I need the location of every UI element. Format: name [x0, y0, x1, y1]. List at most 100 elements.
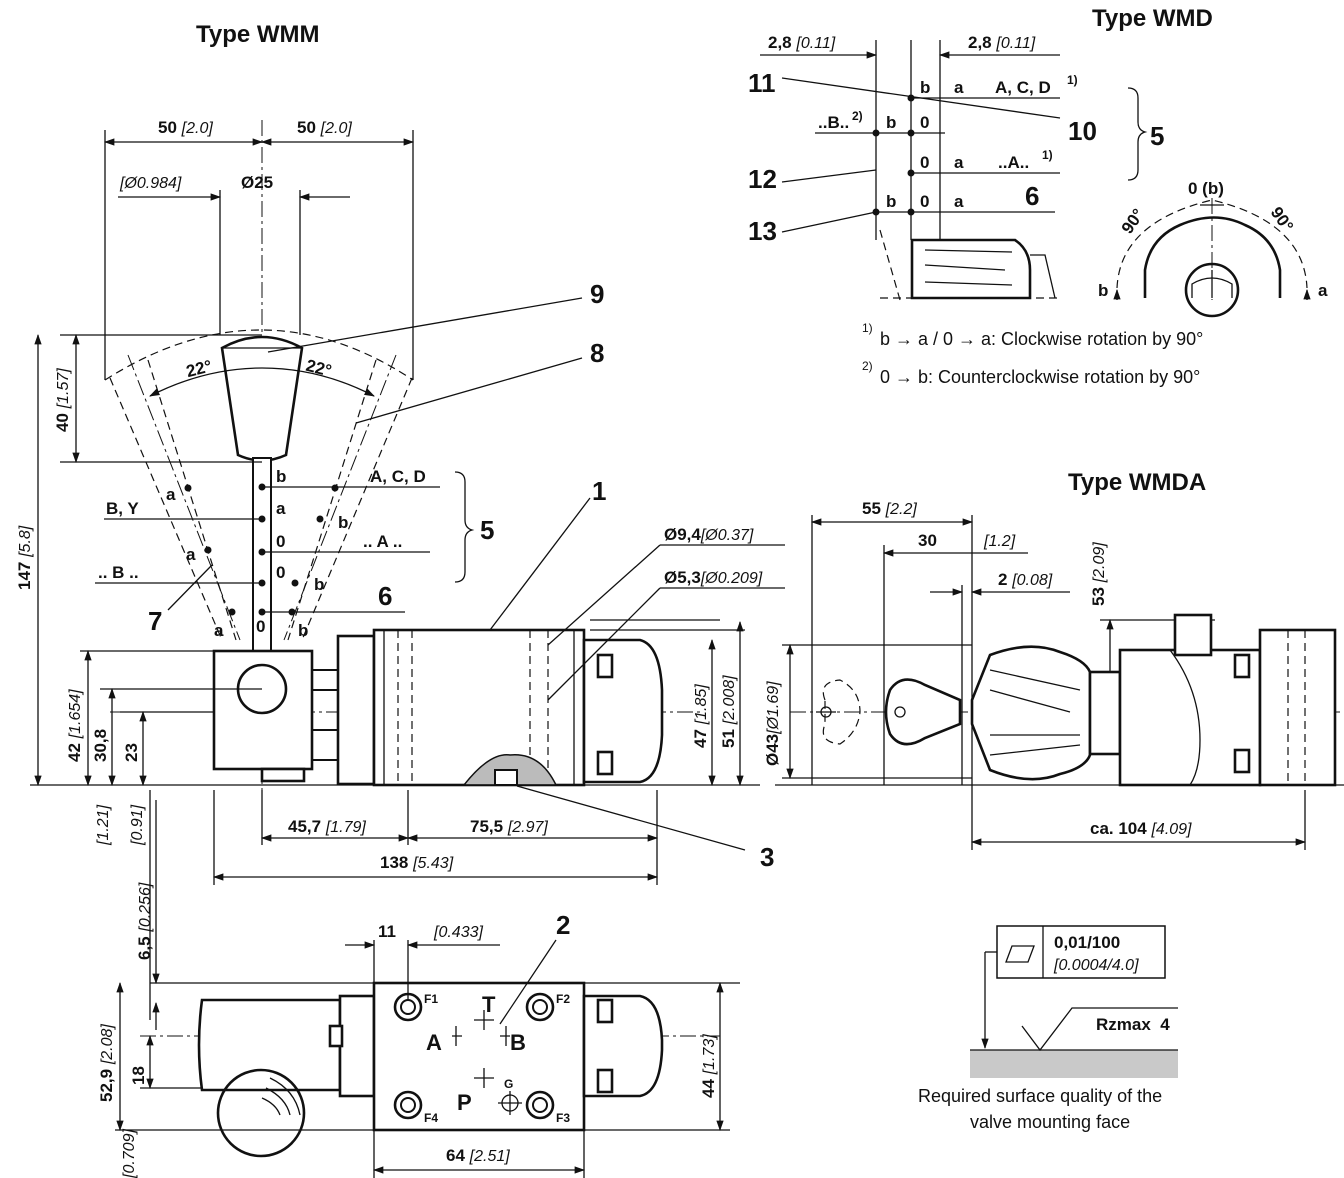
wmda-dim-104: ca. 104 [4.09] — [1090, 819, 1192, 838]
port-f3: F3 — [556, 1111, 570, 1125]
wmd-diagram — [760, 40, 1311, 318]
dim-50-right: 50 [2.0] — [297, 118, 352, 137]
pos-zero-low: 0 — [276, 563, 285, 582]
wmd-r2-b: b — [886, 113, 896, 132]
wmd-r4-0: 0 — [920, 192, 929, 211]
wmd-r1-b: b — [920, 78, 930, 97]
callout-13: 13 — [748, 216, 777, 246]
pos-b-top: b — [276, 467, 286, 486]
wmd-dial-a: a — [1318, 281, 1328, 300]
callout-12: 12 — [748, 164, 777, 194]
flatness-inch: [0.0004/4.0] — [1053, 957, 1139, 974]
port-f4: F4 — [424, 1111, 438, 1125]
dim-11: 11 — [378, 922, 396, 941]
footnote-2-mark: 2) — [862, 359, 873, 373]
callout-3: 3 — [760, 842, 774, 872]
dim-529: 52,9 [2.08] — [97, 1024, 116, 1102]
wmd-dim-28-right: 2,8 [0.11] — [968, 33, 1036, 52]
wmd-dial-b: b — [1098, 281, 1108, 300]
callout-9: 9 — [590, 279, 604, 309]
wmd-angle-left: 90° — [1118, 205, 1148, 237]
dim-18: 18 — [129, 1066, 148, 1085]
wmd-r3-0: 0 — [920, 153, 929, 172]
dim-457: 45,7 [1.79] — [288, 817, 366, 836]
angle-left-label: 22° — [184, 356, 214, 381]
wmda-diagram — [775, 515, 1344, 850]
callout-7: 7 — [148, 606, 162, 636]
wmd-r1-a: a — [954, 78, 964, 97]
callout-5-wmm: 5 — [480, 515, 494, 545]
wmd-angle-right: 90° — [1267, 203, 1297, 235]
port-f2: F2 — [556, 992, 570, 1006]
callout-11: 11 — [748, 68, 776, 98]
surface-caption-1: Required surface quality of the — [918, 1086, 1162, 1106]
dim-25: Ø25 — [241, 173, 273, 192]
callout-6-wmm: 6 — [378, 581, 392, 611]
dim-40: 40 [1.57] — [53, 368, 72, 432]
pos-zero-bot: 0 — [256, 617, 265, 636]
dim-121-inch: [1.21] — [95, 804, 112, 846]
port-f1: F1 — [424, 992, 438, 1006]
wmd-r3-a: a — [954, 153, 964, 172]
pos-b-right1: b — [338, 513, 348, 532]
surface-quality-symbol — [970, 925, 1178, 1078]
dim-42: 42 [1.654] — [65, 689, 84, 762]
dim-709-inch: [0.709] — [121, 1129, 138, 1178]
dim-138: 138 [5.43] — [380, 853, 454, 872]
wmm-top-view — [115, 790, 740, 1178]
callout-6-wmd: 6 — [1025, 181, 1039, 211]
pos-b-right2: b — [314, 575, 324, 594]
title-wmd: Type WMD — [1092, 5, 1213, 32]
wmd-r1-note: 1) — [1067, 73, 1078, 87]
footnote-2: 0 → b: Counterclockwise rotation by 90° — [880, 367, 1200, 387]
dim-984-inch: [Ø0.984] — [119, 175, 182, 192]
roughness-value: Rzmax 4 — [1096, 1015, 1170, 1034]
pos-b-bot: b — [298, 621, 308, 640]
dim-65: 6,5 [0.256] — [135, 882, 154, 960]
dim-11-inch: [0.433] — [433, 924, 483, 941]
wmd-r2-b-dots: ..B.. — [818, 113, 849, 132]
dim-47: 47 [1.85] — [691, 684, 710, 748]
title-wmm: Type WMM — [196, 21, 320, 48]
surface-caption-2: valve mounting face — [970, 1112, 1130, 1132]
port-a: A — [426, 1030, 442, 1055]
pos-acd: A, C, D — [370, 467, 426, 486]
wmda-dim-55: 55 [2.2] — [862, 499, 917, 518]
dim-091-inch: [0.91] — [129, 804, 146, 846]
pos-a-left1: a — [166, 485, 176, 504]
wmd-r3-note: 1) — [1042, 148, 1053, 162]
footnote-1-mark: 1) — [862, 321, 873, 335]
footnote-1: b → a / 0 → a: Clockwise rotation by 90° — [880, 329, 1203, 349]
wmd-r3-a-dots: ..A.. — [998, 153, 1029, 172]
flatness-value: 0,01/100 — [1054, 933, 1120, 952]
pos-a-mid: a — [276, 499, 286, 518]
dim-51: 51 [2.008] — [719, 675, 738, 748]
wmda-dim-53: 53 [2.09] — [1089, 542, 1108, 606]
wmda-dim-30: 30 — [918, 531, 937, 550]
angle-right-label: 22° — [304, 356, 334, 381]
dim-50-left: 50 [2.0] — [158, 118, 213, 137]
pos-zero-mid: 0 — [276, 532, 285, 551]
wmd-r4-a: a — [954, 192, 964, 211]
dim-94: Ø9,4[Ø0.37] — [664, 525, 754, 544]
wmd-r2-0: 0 — [920, 113, 929, 132]
pos-a-left2: a — [186, 545, 196, 564]
callout-8: 8 — [590, 338, 604, 368]
wmda-dim-12-inch: [1.2] — [983, 533, 1016, 550]
title-wmda: Type WMDA — [1068, 469, 1206, 496]
callout-1: 1 — [592, 476, 606, 506]
dim-44: 44 [1.73] — [699, 1034, 718, 1098]
wmd-r4-b: b — [886, 192, 896, 211]
callout-2: 2 — [556, 910, 570, 940]
callout-5-wmd: 5 — [1150, 121, 1164, 151]
dim-53: Ø5,3[Ø0.209] — [664, 568, 763, 587]
dim-308: 30,8 — [91, 729, 110, 762]
wmm-side-view: 22° 22° — [30, 120, 1340, 885]
wmd-r1-acd: A, C, D — [995, 78, 1051, 97]
pos-b-dots: .. B .. — [98, 563, 139, 582]
pos-by: B, Y — [106, 499, 139, 518]
wmd-dim-28-left: 2,8 [0.11] — [768, 33, 836, 52]
wmda-dim-2: 2 [0.08] — [998, 570, 1053, 589]
dim-23: 23 — [122, 743, 141, 762]
